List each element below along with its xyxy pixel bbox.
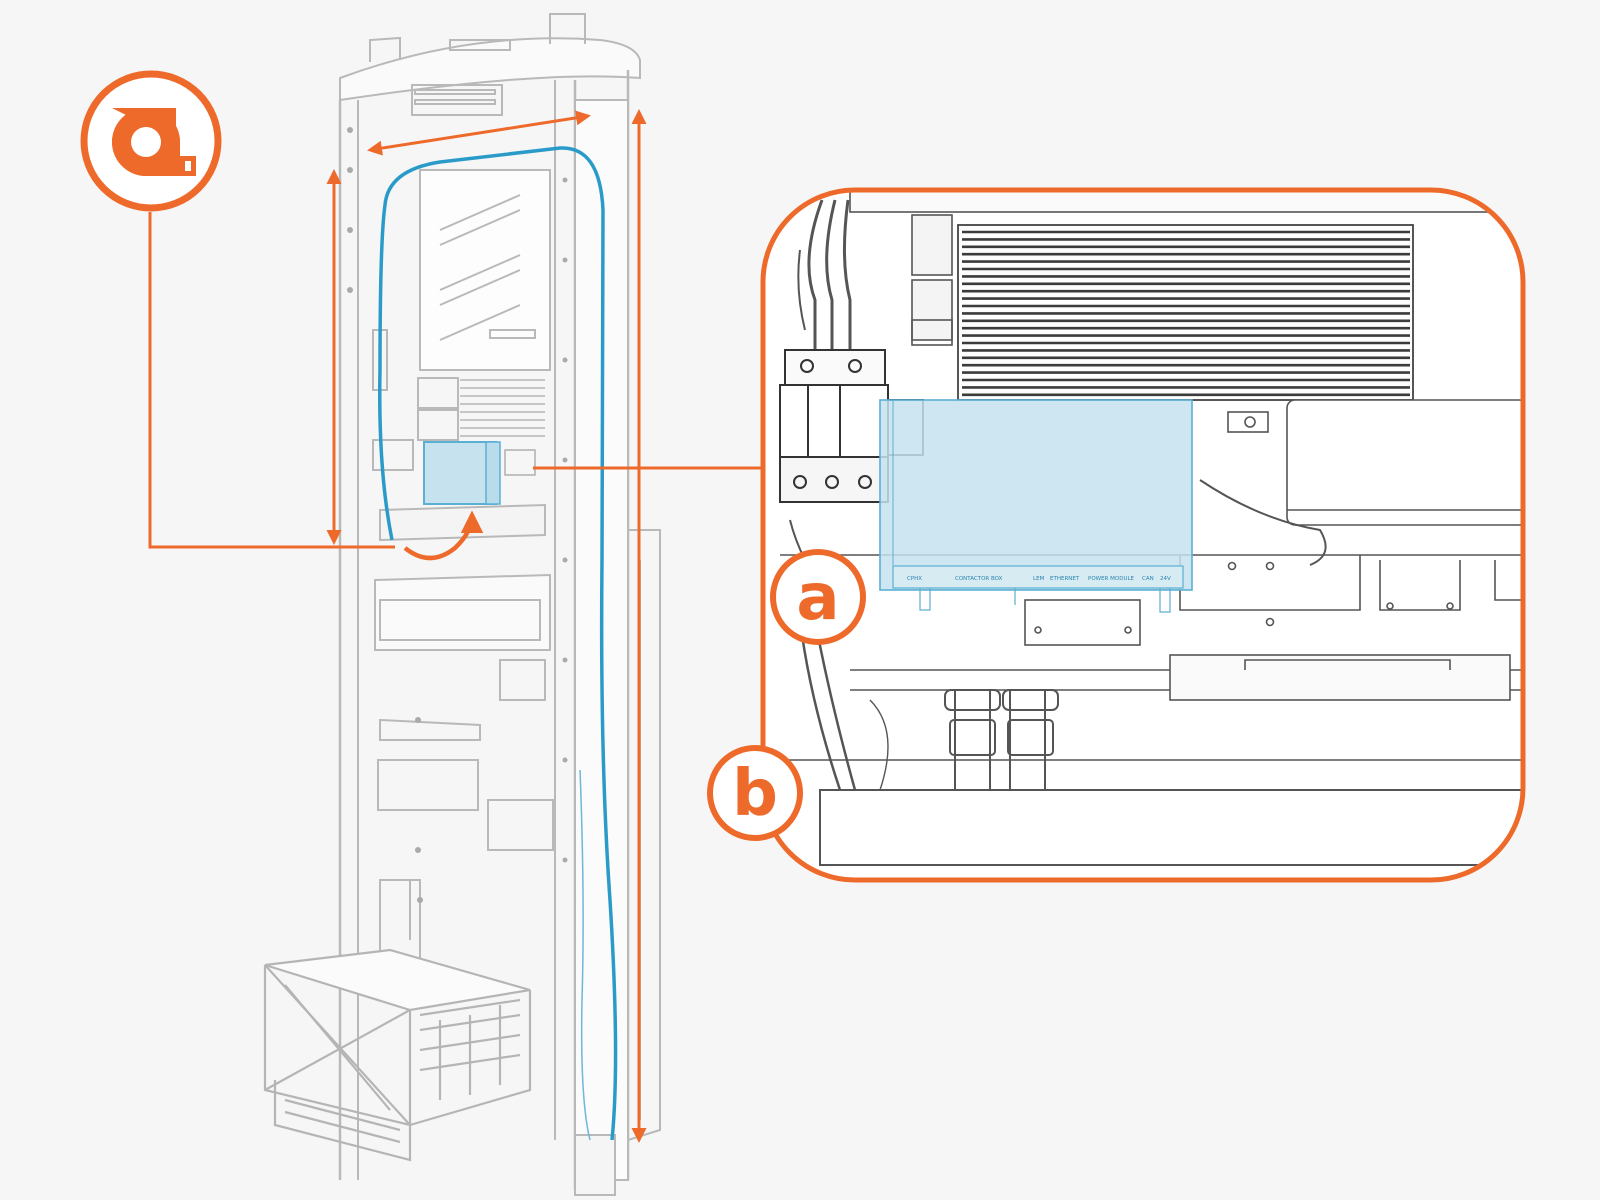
detail-frame: [760, 187, 1526, 883]
callout-b: b: [707, 745, 803, 841]
module-label-24v: 24V: [1160, 576, 1171, 582]
callout-b-letter: b: [732, 757, 778, 831]
callout-a: a: [770, 549, 866, 645]
module-label-can: CAN: [1142, 576, 1154, 582]
cable-route-inner: [579, 769, 591, 1141]
rotation-arrow: [403, 510, 484, 561]
module-label-contactor-box: CONTACTOR BOX: [955, 576, 1003, 582]
module-label-power-module: POWER MODULE: [1088, 576, 1135, 582]
measurement-arrows: [148, 109, 765, 1143]
charger-frame: [263, 13, 661, 1196]
tape-measure-icon: [80, 70, 222, 212]
module-label-cphx: CPHX: [907, 576, 922, 582]
contactor: [779, 349, 924, 503]
module-label-ethernet: ETHERNET: [1050, 576, 1080, 582]
power-module-highlight: [423, 441, 536, 505]
detail-view: CPHX CONTACTOR BOX LEM ETHERNET POWER MO…: [760, 187, 1526, 883]
width-arrow: [367, 110, 591, 156]
power-module-detail: CPHX CONTACTOR BOX LEM ETHERNET POWER MO…: [879, 399, 1193, 613]
callout-a-letter: a: [796, 561, 839, 635]
module-label-lem: LEM: [1033, 576, 1045, 582]
tape-leader-line: [148, 212, 395, 549]
